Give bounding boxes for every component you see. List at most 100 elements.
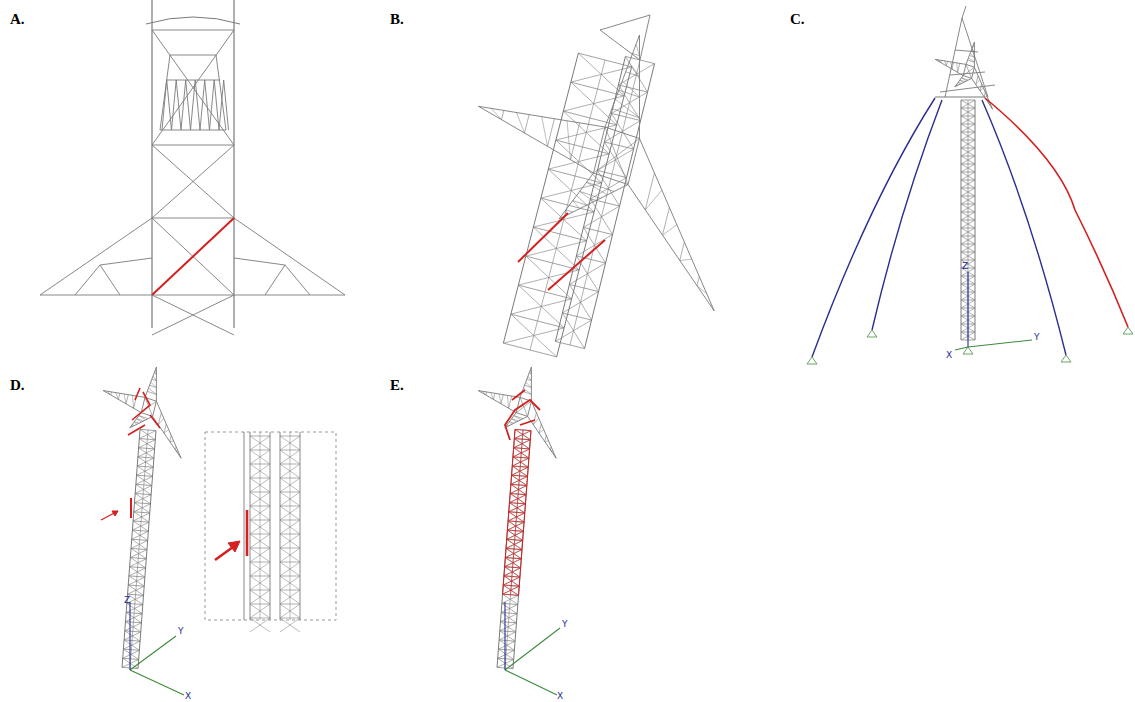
member-line xyxy=(961,140,975,141)
member-line xyxy=(961,244,975,252)
highlighted-member xyxy=(152,218,234,295)
member-line xyxy=(280,492,300,506)
member-line xyxy=(525,115,530,133)
member-line xyxy=(500,622,515,632)
member-line xyxy=(958,82,960,84)
member-line xyxy=(250,492,270,506)
member-line xyxy=(961,148,975,156)
member-line xyxy=(961,172,975,180)
member-line xyxy=(134,503,149,513)
member-line xyxy=(600,30,640,60)
member-line xyxy=(129,576,145,577)
member-line xyxy=(233,0,234,328)
member-line xyxy=(195,80,200,130)
member-line xyxy=(280,534,300,548)
member-line xyxy=(973,44,975,47)
failed-cable xyxy=(985,98,1128,327)
member-line xyxy=(507,539,522,549)
member-line xyxy=(502,110,504,119)
member-line xyxy=(505,567,520,577)
member-line xyxy=(984,96,987,97)
member-line xyxy=(285,265,310,295)
member-line xyxy=(626,72,640,77)
member-line xyxy=(542,117,548,147)
member-line xyxy=(153,376,156,381)
member-line xyxy=(505,416,528,427)
member-line xyxy=(961,228,975,236)
member-line xyxy=(138,457,153,467)
member-line xyxy=(961,220,975,228)
member-line xyxy=(191,80,196,130)
member-line xyxy=(499,394,501,404)
member-line xyxy=(961,252,975,260)
member-line xyxy=(139,448,154,458)
member-line xyxy=(138,457,154,458)
member-line xyxy=(250,604,270,618)
member-line xyxy=(140,429,155,439)
member-line xyxy=(961,212,975,213)
member-line xyxy=(961,140,975,148)
member-line xyxy=(280,618,300,632)
member-line xyxy=(147,391,156,394)
member-line xyxy=(176,80,181,130)
member-line xyxy=(508,521,523,531)
member-line xyxy=(250,618,270,619)
member-line xyxy=(956,63,958,72)
member-line xyxy=(505,558,521,559)
axis-line xyxy=(130,636,176,670)
member-line xyxy=(126,612,142,613)
member-line xyxy=(125,631,140,641)
member-line xyxy=(280,506,300,520)
member-line xyxy=(511,484,527,485)
member-line xyxy=(280,576,300,577)
member-line xyxy=(162,80,167,130)
member-line xyxy=(961,188,975,196)
member-line xyxy=(507,539,523,540)
member-line xyxy=(645,190,662,210)
member-line xyxy=(250,450,270,451)
member-line xyxy=(40,295,345,296)
member-line xyxy=(137,466,153,467)
member-line xyxy=(250,562,270,563)
member-line xyxy=(961,156,975,164)
member-line xyxy=(605,127,640,139)
member-line xyxy=(205,80,210,130)
member-line xyxy=(250,534,270,548)
member-line xyxy=(961,228,975,229)
member-line xyxy=(125,631,141,632)
member-line xyxy=(545,441,549,442)
member-line xyxy=(597,170,626,177)
member-line xyxy=(961,188,975,189)
member-line xyxy=(946,61,947,65)
member-line xyxy=(152,145,234,146)
member-line xyxy=(515,429,531,430)
member-line xyxy=(562,313,591,320)
member-line xyxy=(541,198,587,241)
member-line xyxy=(250,506,270,520)
member-line xyxy=(512,419,519,421)
member-line xyxy=(509,512,524,522)
member-line xyxy=(224,80,229,130)
member-line xyxy=(280,432,281,620)
member-line xyxy=(935,96,985,97)
member-line xyxy=(280,534,300,535)
member-line xyxy=(539,430,544,433)
member-line xyxy=(563,111,609,154)
member-line xyxy=(509,503,525,504)
member-line xyxy=(962,78,967,81)
member-line xyxy=(152,145,234,218)
member-line xyxy=(514,448,529,458)
member-line xyxy=(250,576,270,590)
member-line xyxy=(124,640,139,650)
member-line xyxy=(968,60,975,62)
axis-line xyxy=(967,272,968,347)
member-line xyxy=(250,604,270,618)
member-line xyxy=(280,604,300,618)
member-line xyxy=(587,182,608,195)
member-line xyxy=(583,227,612,234)
member-line xyxy=(280,492,300,493)
member-line xyxy=(507,530,523,531)
member-line xyxy=(290,432,291,620)
member-line xyxy=(132,395,133,408)
